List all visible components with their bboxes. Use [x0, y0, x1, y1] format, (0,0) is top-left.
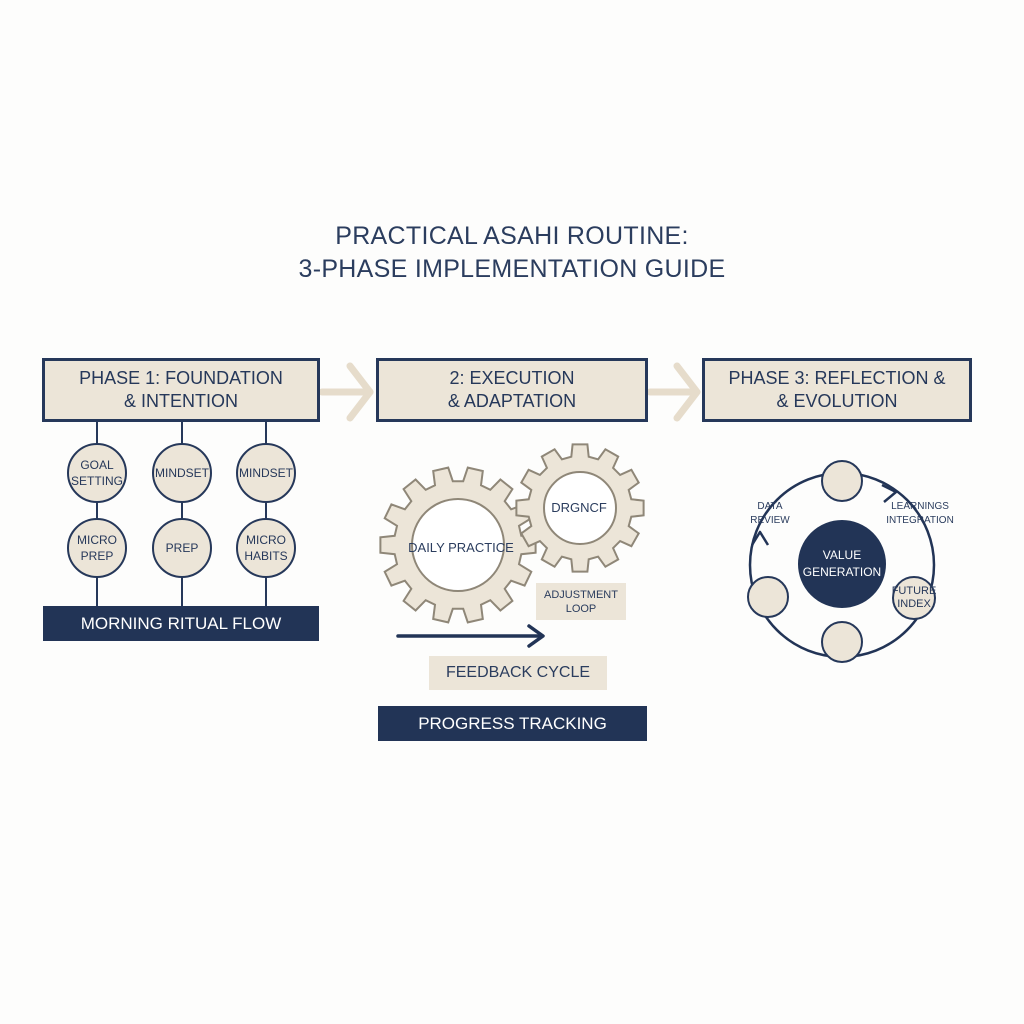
- node-micro-prep: MICRO PREP: [67, 518, 127, 578]
- cycle-node-top: [821, 460, 863, 502]
- phase-1-header: PHASE 1: FOUNDATION & INTENTION: [42, 358, 320, 422]
- gear-hole: [411, 498, 505, 592]
- adjustment-loop-box: ADJUSTMENT LOOP: [536, 583, 626, 620]
- gear-large-label: DAILY PRACTICE: [408, 540, 514, 555]
- cycle-node-left: [747, 576, 789, 618]
- phase-3-header: PHASE 3: REFLECTION & & EVOLUTION: [702, 358, 972, 422]
- node-label: MICRO: [246, 533, 286, 547]
- node-label: SETTING: [70, 474, 123, 488]
- learnings-text: LEARNINGS: [891, 501, 949, 512]
- diagram-title-line-2: 3-PHASE IMPLEMENTATION GUIDE: [298, 255, 726, 283]
- progress-tracking-bar: PROGRESS TRACKING: [378, 706, 647, 741]
- adjustment-loop-label: ADJUSTMENT: [544, 588, 618, 601]
- gear-small-icon: [515, 443, 645, 573]
- morning-ritual-flow-bar: MORNING RITUAL FLOW: [43, 606, 319, 641]
- gear-small-label: DRGNCF: [551, 500, 607, 515]
- gear-large-icon: [379, 466, 537, 624]
- cycle-arrowhead-left: [750, 530, 770, 546]
- node-mindset-2: MINDSET: [236, 443, 296, 503]
- value-generation-hub: VALUE GENERATION: [798, 520, 886, 608]
- phase-2-title-line-1: 2: EXECUTION: [449, 368, 575, 388]
- learnings-text: INTEGRATION: [886, 515, 954, 526]
- cycle-node-future-index: FUTURE INDEX: [892, 576, 936, 620]
- value-generation-label: VALUE: [822, 548, 862, 562]
- learnings-integration-label: LEARNINGS INTEGRATION: [880, 500, 960, 528]
- data-review-text: REVIEW: [750, 515, 790, 526]
- node-label: PREP: [80, 549, 114, 563]
- node-label: MINDSET: [155, 466, 209, 480]
- node-prep: PREP: [152, 518, 212, 578]
- phase-1-title-line-1: PHASE 1: FOUNDATION: [79, 368, 283, 388]
- node-goal-setting: GOAL SETTING: [67, 443, 127, 503]
- node-label: MICRO: [77, 533, 117, 547]
- adjustment-loop-label: LOOP: [565, 602, 597, 615]
- phase-2-title-line-2: & ADAPTATION: [447, 391, 577, 411]
- phase-arrow-1-2: [318, 362, 374, 422]
- feedback-cycle-box: FEEDBACK CYCLE: [429, 656, 607, 690]
- gear-hole: [543, 471, 617, 545]
- phase-1-connector-3: [265, 422, 267, 608]
- phase-3-title-line-1: PHASE 3: REFLECTION &: [728, 368, 946, 388]
- phase-3-title-line-2: & EVOLUTION: [776, 391, 898, 411]
- phase-arrow-2-3: [646, 362, 701, 422]
- data-review-label: DATA REVIEW: [740, 500, 800, 528]
- diagram-title-line-1: PRACTICAL ASAHI ROUTINE:: [335, 222, 689, 250]
- data-review-text: DATA: [757, 501, 783, 512]
- phase-2-header: 2: EXECUTION & ADAPTATION: [376, 358, 648, 422]
- value-generation-label: GENERATION: [802, 565, 882, 579]
- future-index-label: FUTURE: [891, 585, 937, 597]
- node-label: HABITS: [244, 549, 288, 563]
- node-label: GOAL: [80, 458, 114, 472]
- node-mindset-1: MINDSET: [152, 443, 212, 503]
- phase-1-connector-2: [181, 422, 183, 608]
- cycle-arrowhead-top-right: [881, 483, 898, 503]
- progress-arrow-icon: [396, 624, 545, 648]
- phase-1-connector-1: [96, 422, 98, 608]
- node-micro-habits: MICRO HABITS: [236, 518, 296, 578]
- phase-1-title-line-2: & INTENTION: [123, 391, 238, 411]
- future-index-label: INDEX: [897, 598, 931, 610]
- node-label: MINDSET: [239, 466, 293, 480]
- cycle-node-bottom: [821, 621, 863, 663]
- node-label: PREP: [165, 541, 199, 555]
